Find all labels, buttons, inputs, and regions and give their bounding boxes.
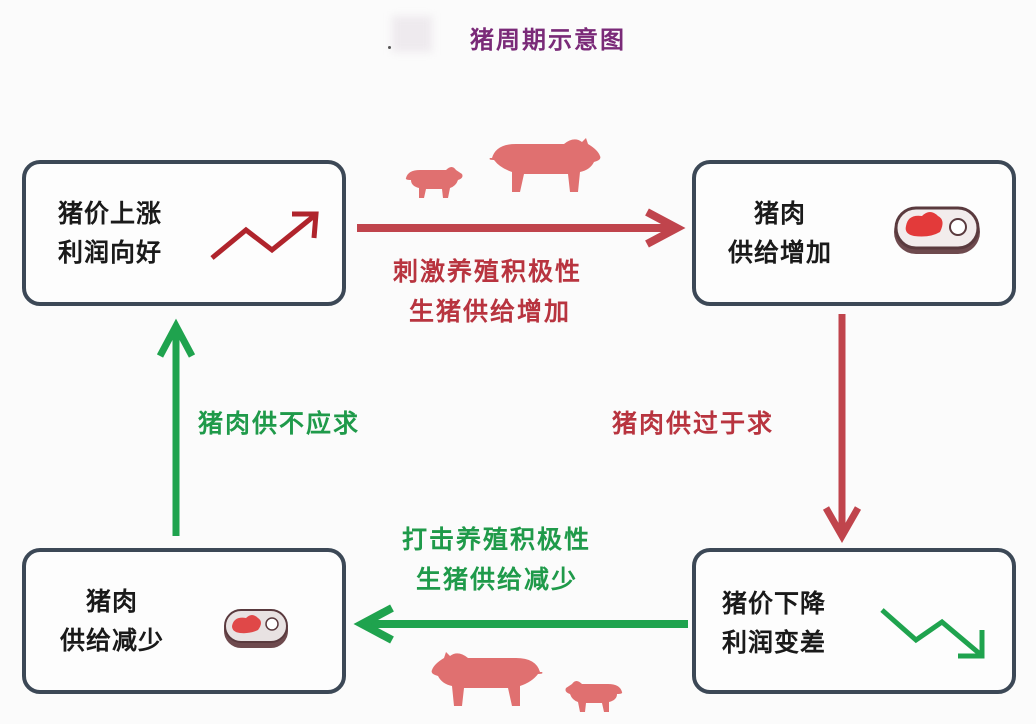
trend-up-icon xyxy=(210,211,319,260)
node-text: 猪肉 供给增加 xyxy=(728,194,832,272)
node-line2: 供给减少 xyxy=(60,626,165,655)
node-text: 猪价上涨 利润向好 xyxy=(58,194,162,272)
arrow-down-red xyxy=(822,314,862,544)
node-line2: 供给增加 xyxy=(728,238,833,267)
arrow-right-red xyxy=(357,208,686,248)
pig-icon xyxy=(489,138,601,192)
edge-line1: 打击养殖积极性 xyxy=(402,525,592,554)
node-text: 猪价下降 利润变差 xyxy=(722,584,826,662)
edge-top-label: 刺激养殖积极性 生猪供给增加 xyxy=(393,252,582,332)
node-text: 猪肉 供给减少 xyxy=(60,582,164,660)
piglet-icon xyxy=(405,167,463,198)
node-pork-supply-increase: 猪肉 供给增加 xyxy=(692,160,1016,306)
edge-line2: 生猪供给增加 xyxy=(409,297,572,326)
meat-icon xyxy=(224,609,288,648)
node-line1: 猪价下降 xyxy=(722,589,827,618)
node-line1: 猪价上涨 xyxy=(58,199,163,228)
node-line2: 利润变差 xyxy=(722,628,827,657)
edge-bottom-label: 打击养殖积极性 生猪供给减少 xyxy=(402,520,591,600)
edge-right-label: 猪肉供过于求 xyxy=(612,409,775,438)
dot-mark xyxy=(388,46,391,49)
pig-icon xyxy=(431,652,543,706)
edge-left-label: 猪肉供不应求 xyxy=(198,409,361,438)
arrow-left-green xyxy=(353,604,688,644)
node-line1: 猪肉 xyxy=(86,587,139,616)
blurred-watermark xyxy=(392,16,432,52)
arrow-up-green xyxy=(156,318,196,536)
node-line1: 猪肉 xyxy=(754,199,807,228)
node-price-fall: 猪价下降 利润变差 xyxy=(692,548,1016,694)
edge-line2: 生猪供给减少 xyxy=(416,565,579,594)
meat-icon xyxy=(894,206,980,254)
piglet-icon xyxy=(565,681,623,712)
diagram-title: 猪周期示意图 xyxy=(470,26,626,54)
node-price-rise: 猪价上涨 利润向好 xyxy=(22,160,346,306)
node-line2: 利润向好 xyxy=(58,238,163,267)
trend-down-icon xyxy=(880,608,985,659)
node-pork-supply-decrease: 猪肉 供给减少 xyxy=(22,548,346,694)
edge-line1: 刺激养殖积极性 xyxy=(393,257,583,286)
